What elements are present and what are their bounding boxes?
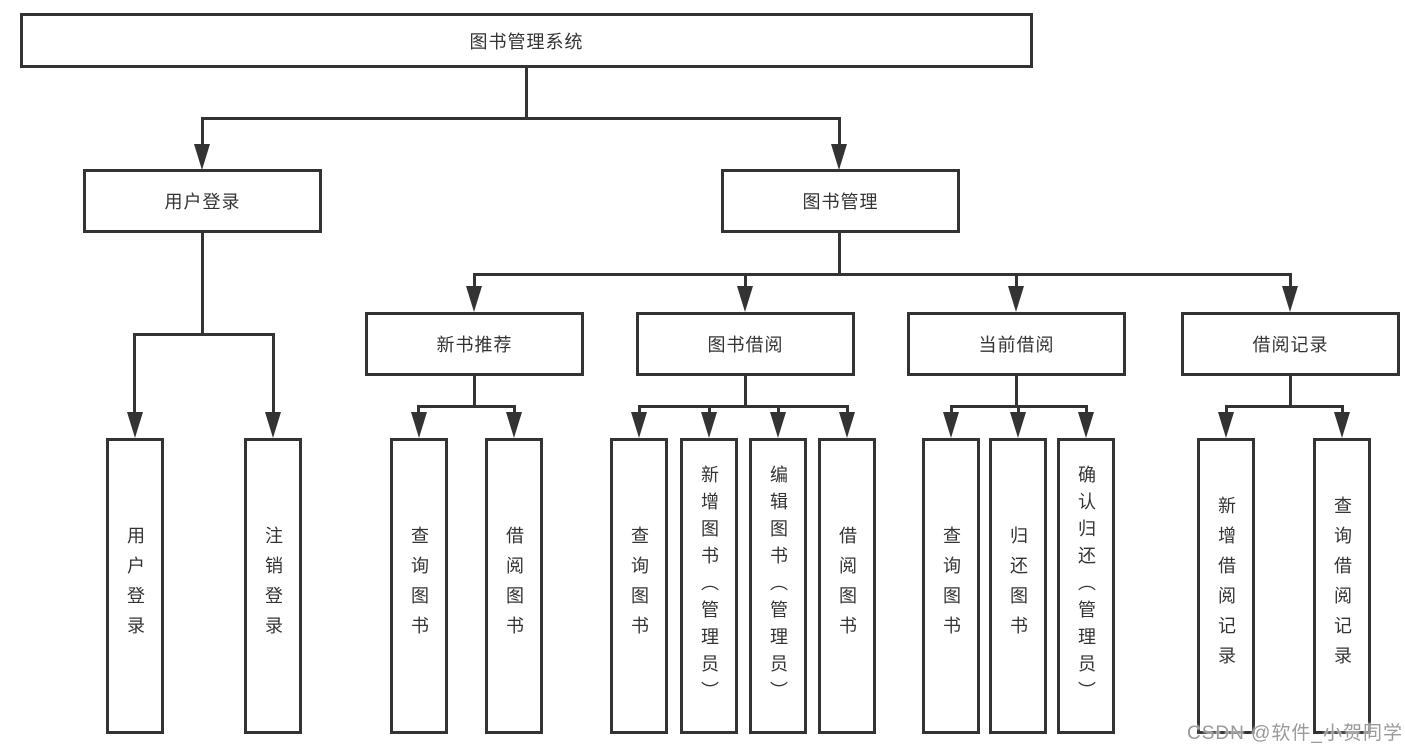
arrow-down-icon [466,286,482,312]
arrow-down-icon [631,412,647,438]
line [272,333,275,414]
leaf-edit-books-admin: 编辑图书（管理员） [749,438,807,734]
arrow-down-icon [831,144,847,170]
line [1015,273,1018,288]
leaf-confirm-return-admin: 确认归还（管理员） [1057,438,1115,734]
line [638,405,849,408]
arrow-down-icon [265,412,281,438]
line [744,273,747,288]
line [473,273,476,288]
leaf-logout: 注销登录 [244,438,302,734]
line [417,405,516,408]
node-label: 确认归还（管理员） [1076,464,1096,708]
line [1017,405,1020,415]
node-label: 归还图书 [1008,526,1028,646]
node-label: 编辑图书（管理员） [768,464,788,708]
line [133,333,136,414]
leaf-query-books-borrow: 查询图书 [610,438,668,734]
arrow-down-icon [1010,412,1026,438]
node-label: 图书管理 [802,192,879,212]
line [513,405,516,415]
leaf-add-borrow-record: 新增借阅记录 [1197,438,1255,734]
leaf-query-books-current: 查询图书 [922,438,980,734]
line [201,117,204,147]
arrow-down-icon [127,412,143,438]
arrow-down-icon [737,286,753,312]
arrow-down-icon [411,412,427,438]
line [1289,376,1292,405]
node-user-login: 用户登录 [83,169,322,233]
node-label: 借阅记录 [1252,335,1329,355]
arrow-down-icon [770,412,786,438]
arrow-down-icon [1334,412,1350,438]
leaf-query-books-recommend: 查询图书 [390,438,448,734]
line [525,68,528,117]
node-label: 查询图书 [941,526,961,646]
line [744,376,747,405]
node-label: 用户登录 [164,192,241,212]
line [1225,405,1228,415]
line [638,405,641,415]
node-book-borrow: 图书借阅 [636,312,855,376]
line [1015,376,1018,405]
node-new-book-recommend: 新书推荐 [365,312,584,376]
node-label: 借阅图书 [837,526,857,646]
leaf-user-login: 用户登录 [106,438,164,734]
arrow-down-icon [1282,286,1298,312]
line [1289,273,1292,288]
node-book-management: 图书管理 [721,169,960,233]
line [1225,405,1344,408]
leaf-query-borrow-record: 查询借阅记录 [1313,438,1371,734]
node-label: 借阅图书 [504,526,524,646]
leaf-return-books: 归还图书 [989,438,1047,734]
arrow-down-icon [839,412,855,438]
arrow-down-icon [1078,412,1094,438]
line [201,117,841,120]
node-label: 用户登录 [125,526,145,646]
line [777,405,780,415]
arrow-down-icon [194,144,210,170]
line [708,405,711,415]
arrow-down-icon [701,412,717,438]
node-borrow-records: 借阅记录 [1181,312,1400,376]
leaf-add-books-admin: 新增图书（管理员） [680,438,738,734]
arrow-down-icon [506,412,522,438]
line [838,117,841,147]
line [950,405,953,415]
arrow-down-icon [943,412,959,438]
node-label: 注销登录 [263,526,283,646]
node-label: 当前借阅 [978,335,1055,355]
node-label: 新增图书（管理员） [699,464,719,708]
line [201,233,204,333]
leaf-borrow-books: 借阅图书 [818,438,876,734]
node-label: 新书推荐 [436,335,513,355]
line [417,405,420,415]
line [473,273,1292,276]
line [846,405,849,415]
line [133,333,275,336]
node-label: 查询图书 [629,526,649,646]
line [1341,405,1344,415]
node-label: 图书借阅 [707,335,784,355]
node-library-management-system: 图书管理系统 [20,13,1033,68]
line [473,376,476,405]
arrow-down-icon [1218,412,1234,438]
node-label: 新增借阅记录 [1216,496,1236,676]
line [1085,405,1088,415]
line [838,233,841,273]
csdn-watermark: CSDN @软件_小贺同学 [1187,723,1403,744]
node-label: 查询图书 [409,526,429,646]
node-label: 图书管理系统 [469,31,584,52]
node-label: 查询借阅记录 [1332,496,1352,676]
node-current-borrow: 当前借阅 [907,312,1126,376]
leaf-borrow-books-recommend: 借阅图书 [485,438,543,734]
arrow-down-icon [1008,286,1024,312]
